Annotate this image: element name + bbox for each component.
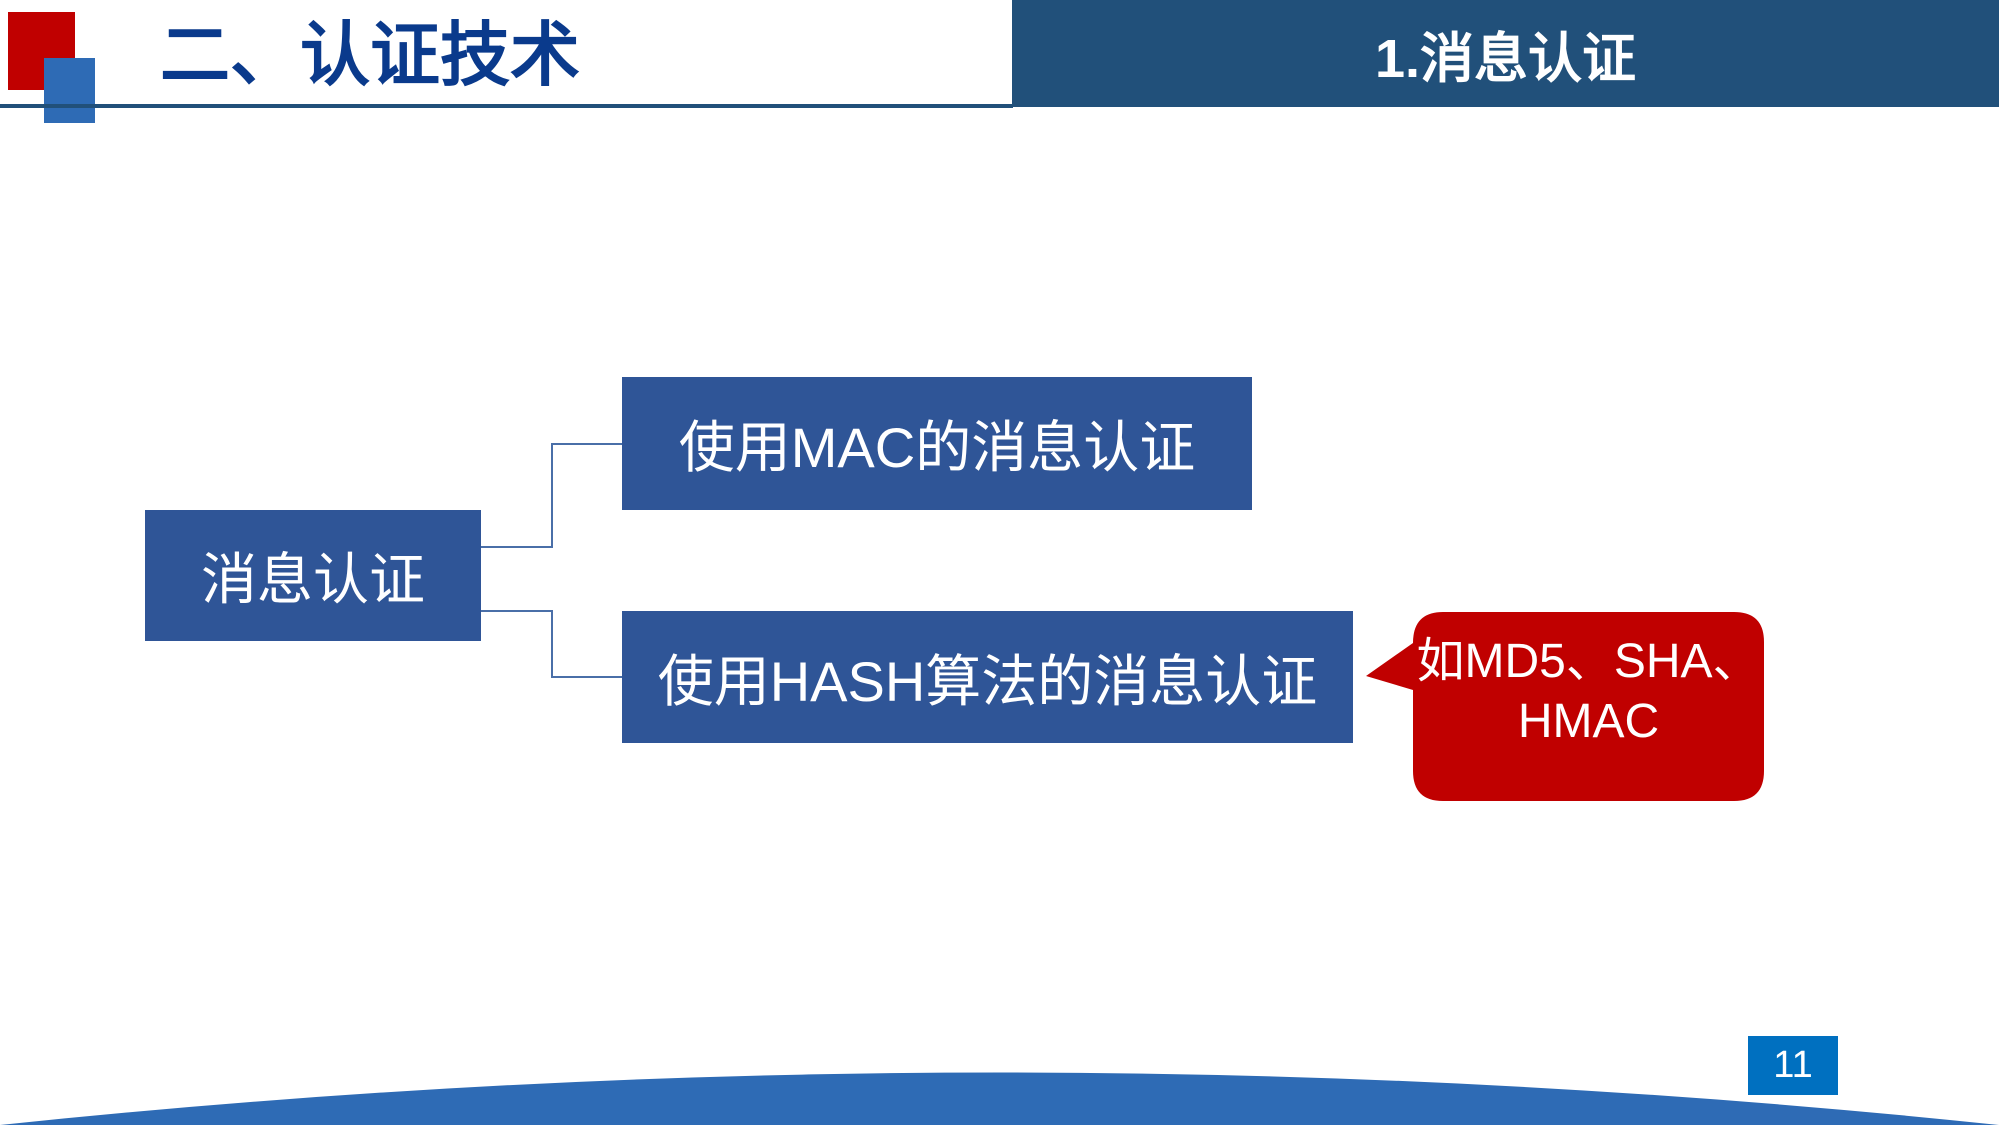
- header-divider: [0, 104, 1013, 108]
- callout-text: 如MD5、SHA、 HMAC: [1413, 612, 1764, 772]
- subsection-title: 1.消息认证: [1374, 29, 1637, 89]
- callout-bubble: [1366, 612, 1764, 801]
- decor-blue-square: [44, 58, 95, 123]
- section-title: 二、认证技术: [160, 16, 580, 94]
- branch-node-label: 使用HASH算法的消息认证: [657, 649, 1318, 713]
- callout-line-1: 如MD5、SHA、: [1416, 635, 1761, 688]
- callout-line-2: HMAC: [1517, 695, 1660, 748]
- root-node-label: 消息认证: [201, 548, 425, 611]
- subsection-header-bar: 1.消息认证: [1012, 0, 1999, 107]
- root-node: 消息认证: [145, 510, 481, 641]
- connector-bottom: [481, 610, 622, 678]
- connector-top: [481, 443, 622, 548]
- footer-arc: [0, 1072, 1999, 1125]
- branch-node-label: 使用MAC的消息认证: [678, 416, 1196, 479]
- branch-node-hash: 使用HASH算法的消息认证: [622, 611, 1353, 743]
- page-number: 11: [1748, 1036, 1838, 1095]
- branch-node-mac: 使用MAC的消息认证: [622, 377, 1252, 510]
